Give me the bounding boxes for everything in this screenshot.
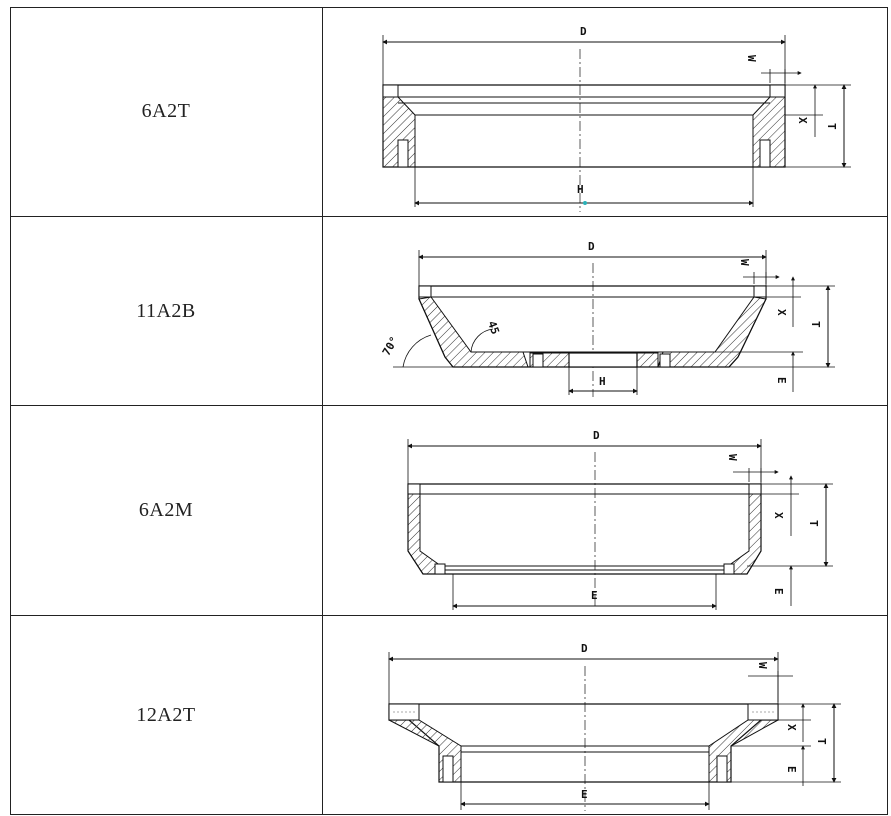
shape-name: 6A2T bbox=[141, 100, 191, 122]
drawing-6a2t: D H bbox=[382, 25, 851, 212]
bolt-hole-left bbox=[532, 353, 544, 368]
drawing-12a2t: D E bbox=[388, 642, 841, 811]
hub-bore bbox=[568, 352, 638, 368]
shape-name-cell: 12A2T bbox=[10, 616, 323, 815]
wheel-shape-table: 6A2T D bbox=[10, 7, 888, 815]
abrasive-rim-right bbox=[753, 285, 767, 298]
label-t: T bbox=[825, 123, 838, 130]
drawing-6a2m: D E W bbox=[407, 429, 833, 610]
bolt-hole-left bbox=[434, 563, 446, 575]
bolt-hole-right bbox=[659, 353, 671, 368]
label-d: D bbox=[580, 25, 587, 38]
shape-name: 11A2B bbox=[136, 299, 196, 322]
label-w: W bbox=[745, 55, 758, 62]
shape-drawing-cell: D H bbox=[323, 217, 888, 405]
label-w: W bbox=[756, 662, 769, 669]
label-e: E bbox=[591, 589, 598, 602]
wheel-outline bbox=[407, 483, 762, 575]
shape-name-cell: 6A2M bbox=[10, 406, 323, 615]
hatched-wall-right bbox=[657, 296, 767, 368]
bolt-hole-left bbox=[442, 755, 454, 783]
label-angle-45: 45 bbox=[485, 319, 502, 336]
abrasive-rim-left bbox=[418, 285, 432, 298]
abrasive-rim-left bbox=[407, 483, 421, 495]
bolt-hole-right bbox=[723, 563, 735, 575]
row-separator bbox=[10, 405, 888, 406]
label-e: E bbox=[581, 788, 588, 801]
table-row-6a2t: 6A2T D bbox=[10, 7, 888, 216]
abrasive-rim-right bbox=[748, 483, 762, 495]
label-h: H bbox=[599, 375, 606, 388]
table-row-11a2b: 11A2B D bbox=[10, 217, 888, 405]
abrasive-rim-right bbox=[769, 84, 786, 98]
label-t: T bbox=[807, 520, 820, 527]
marker-dot bbox=[583, 201, 587, 205]
label-t: T bbox=[815, 738, 828, 745]
label-w: W bbox=[738, 259, 751, 266]
abrasive-rim-left bbox=[382, 84, 399, 98]
hatched-wall-right bbox=[727, 493, 762, 575]
label-t: T bbox=[809, 321, 822, 328]
shape-name-cell: 11A2B bbox=[10, 217, 323, 405]
shape-name-cell: 6A2T bbox=[10, 7, 323, 216]
label-d: D bbox=[588, 240, 595, 253]
table-row-12a2t: 12A2T D bbox=[10, 616, 888, 815]
label-w: W bbox=[726, 454, 739, 461]
hatched-wall-left bbox=[418, 296, 529, 368]
shape-drawing-cell: D E bbox=[323, 616, 888, 815]
hatched-wall-left bbox=[407, 493, 442, 575]
bolt-hole-right bbox=[716, 755, 728, 783]
label-d: D bbox=[581, 642, 588, 655]
row-separator bbox=[10, 615, 888, 616]
label-x: X bbox=[775, 309, 788, 316]
bolt-hole-right bbox=[759, 139, 771, 168]
shape-name: 6A2M bbox=[138, 499, 194, 521]
label-x: X bbox=[796, 117, 809, 124]
shape-drawing-cell: D E W bbox=[323, 406, 888, 615]
shape-name: 12A2T bbox=[136, 704, 196, 726]
table-row-6a2m: 6A2M D bbox=[10, 406, 888, 615]
row-separator bbox=[10, 216, 888, 217]
table-frame bbox=[10, 7, 888, 815]
label-d: D bbox=[593, 429, 600, 442]
label-e: E bbox=[775, 377, 788, 384]
label-x: X bbox=[772, 512, 785, 519]
label-e-side: E bbox=[772, 588, 785, 595]
label-x: X bbox=[785, 724, 798, 731]
label-h: H bbox=[577, 183, 584, 196]
label-angle-70: 70° bbox=[380, 334, 401, 358]
shape-drawing-cell: D H bbox=[323, 7, 888, 216]
label-e-side: E bbox=[785, 766, 798, 773]
bolt-hole-left bbox=[397, 139, 409, 168]
drawing-11a2b: D H bbox=[380, 240, 835, 397]
